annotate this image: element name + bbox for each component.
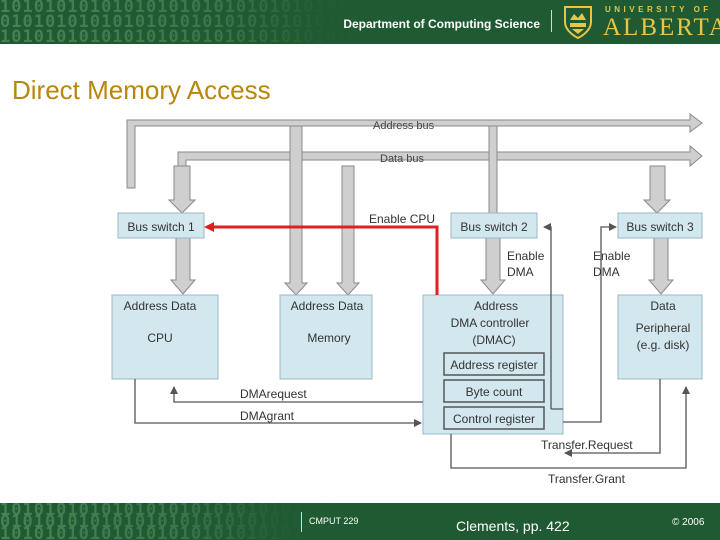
header-bar: 10101010101010101010101010101010101010 0… (0, 0, 720, 44)
dmac-label: DMA controller (451, 316, 530, 330)
connector-cpu (169, 237, 197, 295)
address-bus-label: Address bus (373, 120, 435, 132)
byte-count-label: Byte count (466, 385, 523, 399)
control-register-label: Control register (453, 412, 535, 426)
department-name: Department of Computing Science (343, 17, 540, 31)
enable-dma-signal-switch3: Enable DMA (563, 223, 631, 423)
dma-request-label: DMArequest (240, 387, 307, 401)
header-fade (0, 0, 720, 44)
data-bus-label: Data bus (380, 153, 425, 165)
peripheral-label: Peripheral (636, 321, 691, 335)
transfer-grant-signal: Transfer.Grant (450, 386, 690, 486)
peripheral-example: (e.g. disk) (637, 338, 690, 352)
address-register-box (443, 352, 545, 376)
transfer-request-label: Transfer.Request (541, 438, 633, 452)
bus-switch-1-label: Bus switch 1 (127, 220, 195, 234)
transfer-request-signal: Transfer.Request (541, 379, 661, 457)
bus-switch-1: Bus switch 1 (117, 212, 205, 239)
bus-connectors (167, 125, 675, 296)
connector-bus-switch1 (167, 165, 197, 214)
connector-bus-switch3 (642, 165, 672, 214)
bus-switch-3: Bus switch 3 (617, 212, 703, 239)
bus-switch-2: Bus switch 2 (450, 212, 538, 239)
bus-switch-2-label: Bus switch 2 (460, 220, 528, 234)
address-register-label: Address register (450, 358, 537, 372)
byte-count-box (443, 379, 545, 403)
dmac-abbr: (DMAC) (472, 333, 515, 347)
dmac-block: Address DMA controller (DMAC) Address re… (422, 294, 564, 435)
control-register-box (443, 406, 545, 430)
header-divider (551, 10, 552, 32)
connector-dmac (479, 237, 507, 295)
citation: Clements, pp. 422 (456, 518, 570, 534)
crest-icon (564, 6, 592, 40)
course-code: CMPUT 229 (309, 516, 359, 526)
connector-memory-address (283, 125, 309, 296)
transfer-grant-label: Transfer.Grant (548, 472, 626, 486)
enable-dma-switch2-line2: DMA (507, 265, 534, 279)
connector-bus-switch2 (488, 125, 498, 214)
memory-block: Address Data Memory (279, 294, 373, 380)
connector-peripheral (647, 237, 675, 295)
footer-bar: 10101010101010101010101010101010101010 0… (0, 503, 720, 540)
enable-dma-signal-switch2: Enable DMA (507, 227, 563, 410)
dma-request-signal: DMArequest (170, 386, 423, 403)
enable-dma-switch3-line2: DMA (593, 265, 620, 279)
enable-cpu-label: Enable CPU (369, 212, 435, 226)
slide-title: Direct Memory Access (12, 75, 271, 105)
logo-university-of: UNIVERSITY OF (605, 5, 712, 14)
enable-cpu-signal: Enable CPU (204, 212, 439, 295)
enable-dma-switch2-line1: Enable (507, 249, 545, 263)
bus-switch-3-label: Bus switch 3 (626, 220, 694, 234)
data-bus: Data bus (177, 144, 703, 188)
copyright: © 2006 (672, 517, 705, 528)
enable-dma-switch3-line1: Enable (593, 249, 631, 263)
dmac-address-label: Address (474, 299, 518, 313)
logo-alberta: ALBERTA (603, 14, 720, 41)
dma-grant-label: DMAgrant (240, 409, 295, 423)
address-bus: Address bus (126, 113, 703, 189)
university-logo: UNIVERSITY OF ALBERTA (561, 4, 720, 41)
peripheral-data-label: Data (650, 299, 676, 313)
cpu-ports-label: Address Data (124, 299, 197, 313)
memory-ports-label: Address Data (291, 299, 364, 313)
connector-memory-data (335, 165, 361, 296)
memory-label: Memory (307, 331, 350, 345)
dma-grant-signal: DMAgrant (134, 379, 422, 427)
cpu-block: Address Data CPU (111, 294, 219, 380)
peripheral-block: Data Peripheral (e.g. disk) (617, 294, 703, 380)
dma-diagram: Address bus Data bus Bus switch 1 Bus sw… (111, 113, 703, 486)
footer-divider (301, 512, 302, 532)
cpu-label: CPU (147, 331, 172, 345)
footer-fade (0, 503, 720, 540)
